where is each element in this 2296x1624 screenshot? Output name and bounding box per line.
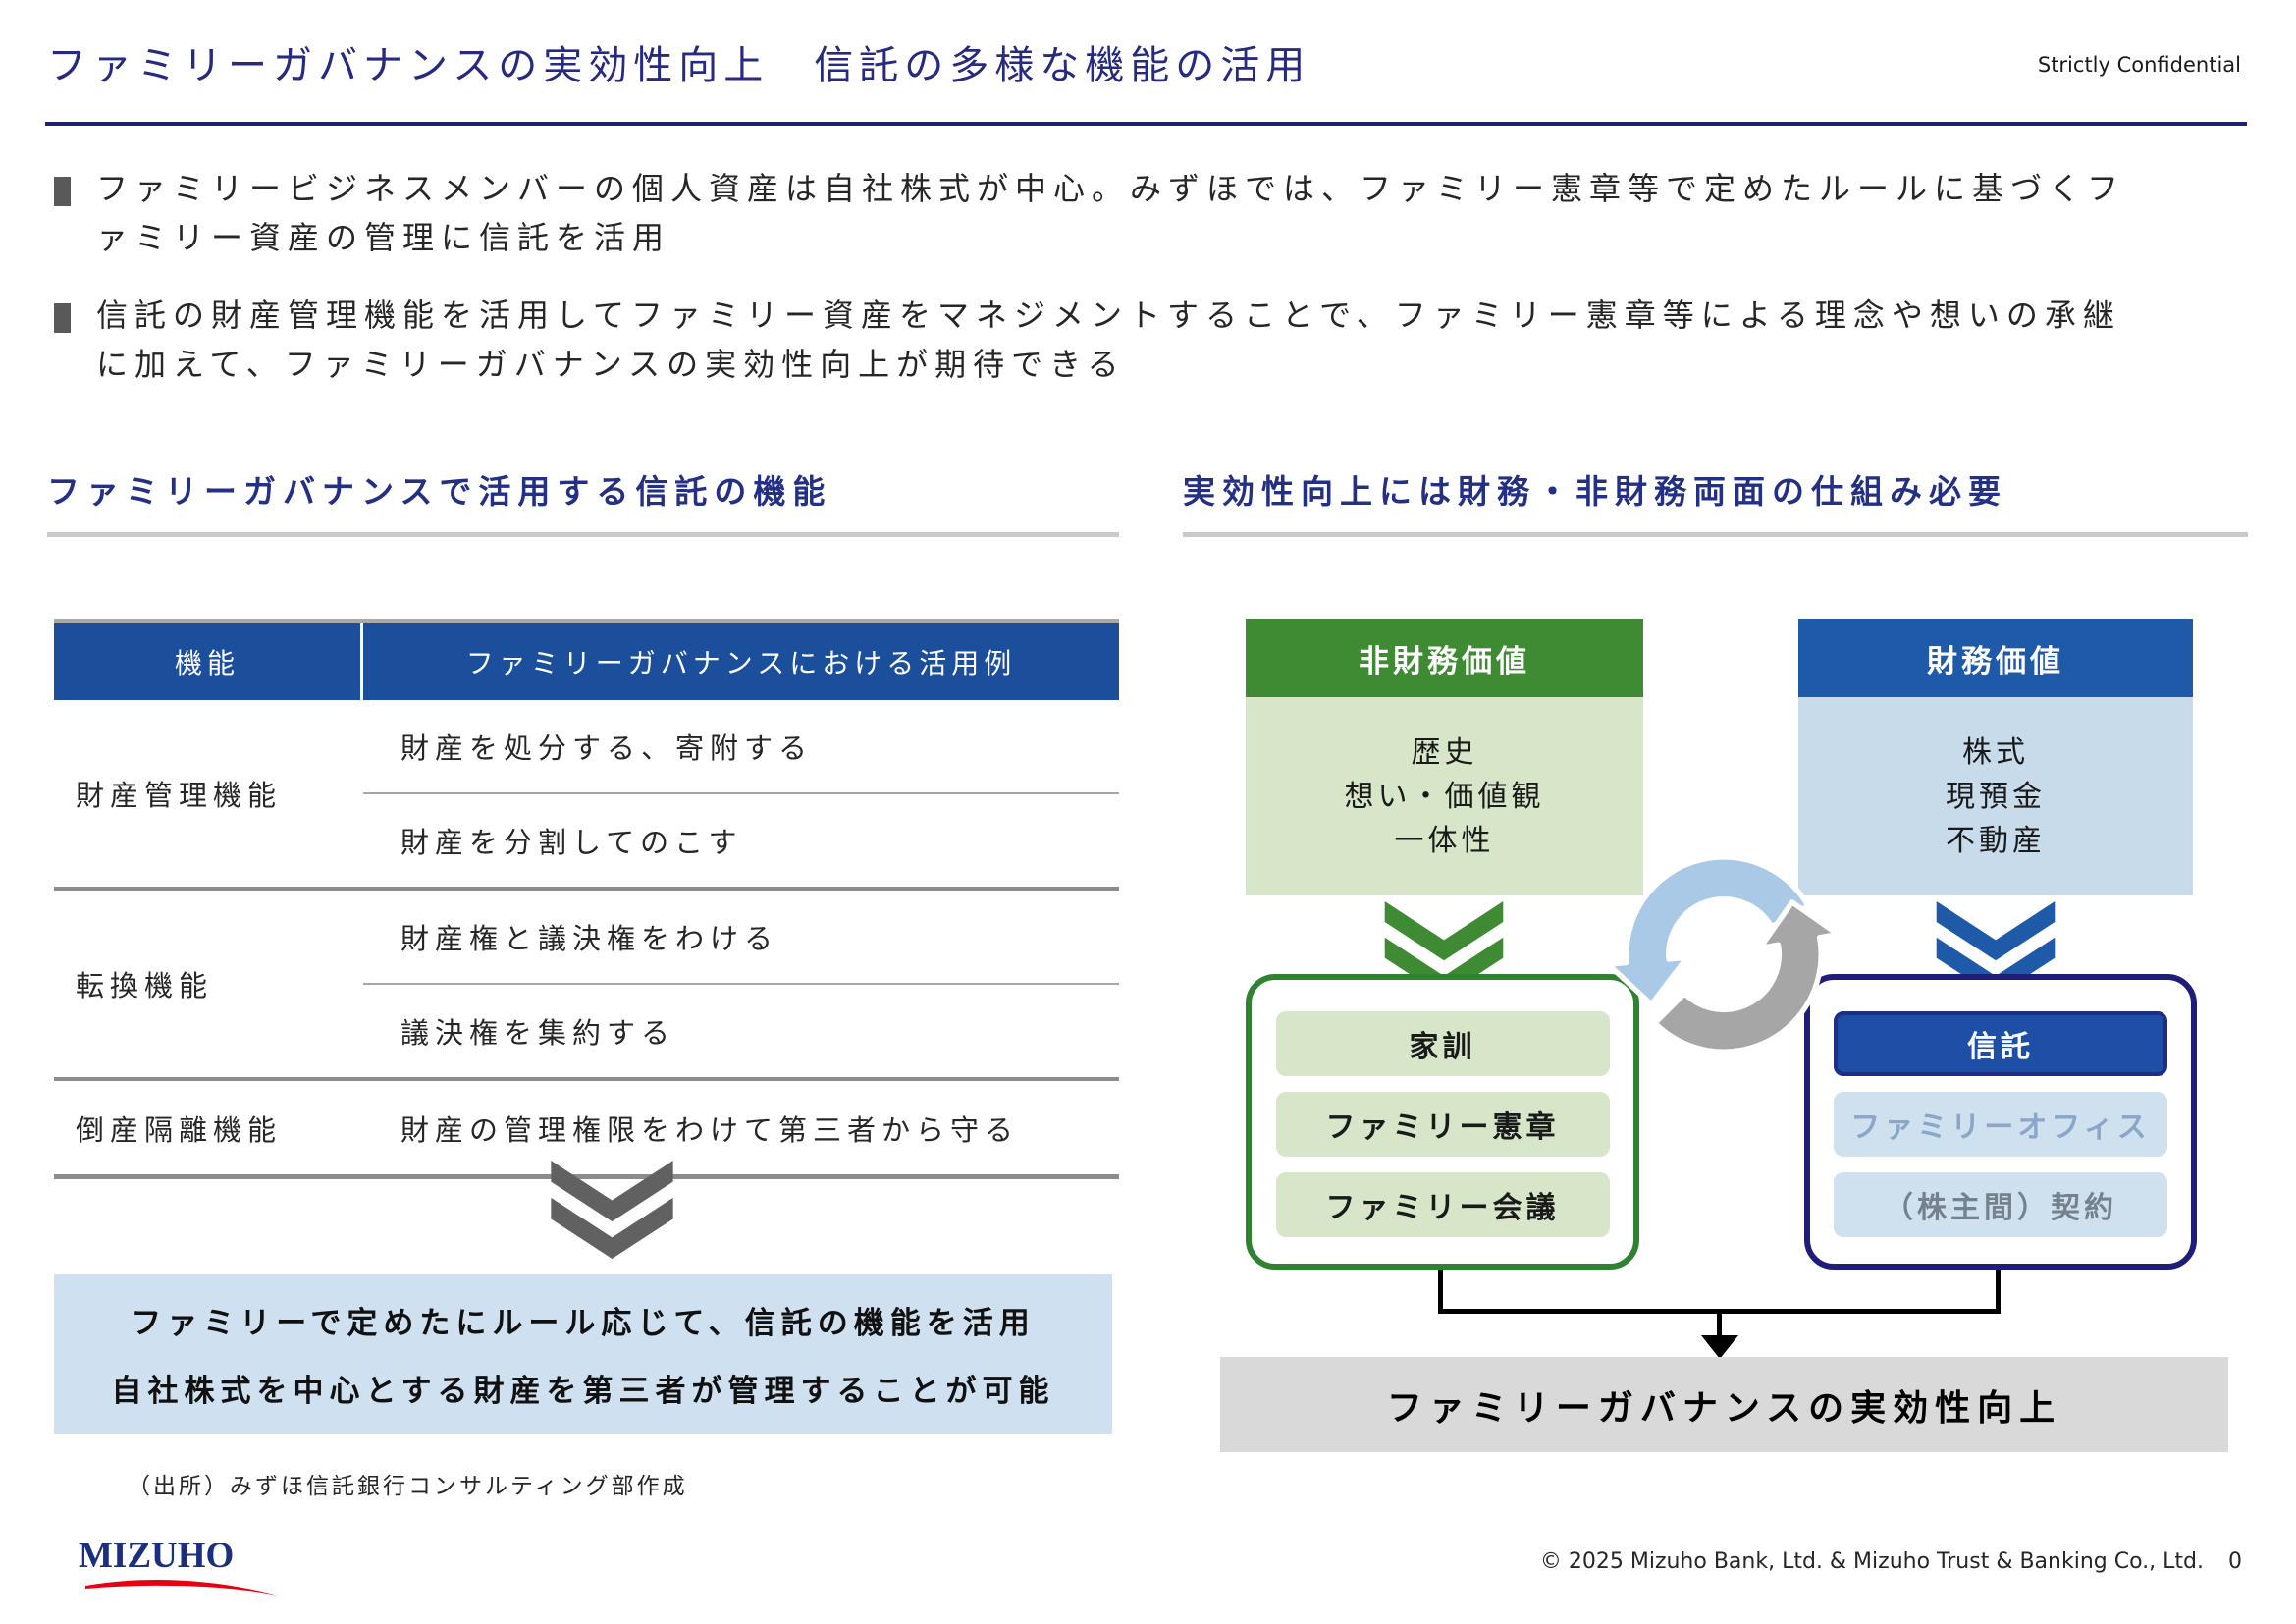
tool-pill: （株主間）契約 bbox=[1834, 1172, 2167, 1237]
cycle-arrows-icon bbox=[1605, 854, 1841, 1055]
financial-item: 現預金 bbox=[1946, 779, 2046, 814]
connector-line bbox=[1438, 1270, 1443, 1313]
financial-item: 不動産 bbox=[1946, 823, 2046, 858]
mizuho-logo: MIZUHO bbox=[79, 1538, 285, 1599]
bullet-text: ファミリービジネスメンバーの個人資産は自社株式が中心。みずほでは、ファミリー憲章… bbox=[96, 170, 2126, 256]
function-name: 倒産隔離機能 bbox=[76, 1112, 283, 1147]
usage-example: 財産権と議決権をわける bbox=[400, 922, 779, 955]
usage-example: 財産の管理権限をわけて第三者から守る bbox=[400, 1112, 1020, 1147]
page-number: 0 bbox=[2228, 1549, 2242, 1574]
nonfinancial-tools-box: 家訓 ファミリー憲章 ファミリー会議 bbox=[1246, 974, 1639, 1270]
copyright-text: © 2025 Mizuho Bank, Ltd. & Mizuho Trust … bbox=[1539, 1549, 2204, 1574]
summary-line: 自社株式を中心とする財産を第三者が管理することが可能 bbox=[111, 1374, 1055, 1409]
summary-highlight-box: ファミリーで定めたにルール応じて、信託の機能を活用 自社株式を中心とする財産を第… bbox=[54, 1274, 1112, 1434]
square-bullet-icon bbox=[54, 303, 71, 334]
summary-bullets: ファミリービジネスメンバーの個人資産は自社株式が中心。みずほでは、ファミリー憲章… bbox=[54, 165, 2155, 418]
table-header-usage: ファミリーガバナンスにおける活用例 bbox=[465, 647, 1017, 679]
bullet-text: 信託の財産管理機能を活用してファミリー資産をマネジメントすることで、ファミリー憲… bbox=[96, 297, 2121, 383]
page-title: ファミリーガバナンスの実効性向上 信託の多様な機能の活用 bbox=[47, 43, 1311, 88]
result-box: ファミリーガバナンスの実効性向上 bbox=[1220, 1357, 2228, 1452]
mizuho-logo-text: MIZUHO bbox=[79, 1536, 235, 1576]
right-section-heading: 実効性向上には財務・非財務両面の仕組み必要 bbox=[1183, 472, 2007, 511]
square-bullet-icon bbox=[54, 177, 71, 206]
tool-pill-trust: 信託 bbox=[1834, 1011, 2167, 1076]
nonfinancial-value-items: 歴史 想い・価値観 一体性 bbox=[1246, 697, 1643, 895]
table-row: 倒産隔離機能 財産の管理権限をわけて第三者から守る bbox=[54, 1081, 1119, 1179]
nonfinancial-item: 歴史 bbox=[1411, 734, 1478, 770]
nonfinancial-value-header: 非財務価値 bbox=[1246, 619, 1643, 697]
left-section-heading: ファミリーガバナンスで活用する信託の機能 bbox=[47, 472, 832, 511]
usage-example: 財産を分割してのこす bbox=[363, 792, 1119, 887]
trust-function-table: 機能 ファミリーガバナンスにおける活用例 財産管理機能 財産を処分する、寄附する… bbox=[54, 619, 1119, 1179]
connector-line bbox=[1996, 1270, 2001, 1313]
chevron-down-icon bbox=[551, 1161, 673, 1259]
bullet-item: ファミリービジネスメンバーの個人資産は自社株式が中心。みずほでは、ファミリー憲章… bbox=[54, 165, 2155, 262]
nonfinancial-item: 一体性 bbox=[1394, 823, 1495, 858]
source-note: （出所）みずほ信託銀行コンサルティング部作成 bbox=[128, 1474, 688, 1499]
function-name: 転換機能 bbox=[76, 969, 214, 1002]
tool-pill: ファミリーオフィス bbox=[1834, 1092, 2167, 1157]
financial-item: 株式 bbox=[1962, 734, 2029, 770]
right-heading-underline bbox=[1183, 532, 2248, 537]
usage-example: 議決権を集約する bbox=[363, 983, 1119, 1077]
connector-line bbox=[1717, 1309, 1722, 1338]
tool-pill: ファミリー会議 bbox=[1275, 1172, 1610, 1237]
confidential-label: Strictly Confidential bbox=[2037, 53, 2241, 77]
table-row: 転換機能 財産権と議決権をわける 議決権を集約する bbox=[54, 891, 1119, 1081]
nonfinancial-item: 想い・価値観 bbox=[1344, 779, 1545, 814]
function-name: 財産管理機能 bbox=[76, 779, 283, 812]
usage-example: 財産を処分する、寄附する bbox=[400, 731, 814, 765]
summary-line: ファミリーで定めたにルール応じて、信託の機能を活用 bbox=[131, 1306, 1036, 1341]
table-header-row: 機能 ファミリーガバナンスにおける活用例 bbox=[54, 619, 1119, 700]
bullet-item: 信託の財産管理機能を活用してファミリー資産をマネジメントすることで、ファミリー憲… bbox=[54, 292, 2155, 389]
financial-value-items: 株式 現預金 不動産 bbox=[1798, 697, 2193, 895]
arrow-down-icon bbox=[1701, 1335, 1738, 1359]
table-row: 財産管理機能 財産を処分する、寄附する 財産を分割してのこす bbox=[54, 700, 1119, 891]
left-heading-underline bbox=[47, 532, 1119, 537]
tool-pill: ファミリー憲章 bbox=[1275, 1092, 1610, 1157]
tool-pill: 家訓 bbox=[1275, 1011, 1610, 1076]
financial-tools-box: 信託 ファミリーオフィス （株主間）契約 bbox=[1804, 974, 2197, 1270]
mizuho-logo-swoosh-icon bbox=[85, 1580, 278, 1596]
table-header-function: 機能 bbox=[54, 623, 363, 700]
title-divider bbox=[45, 122, 2247, 126]
financial-value-header: 財務価値 bbox=[1798, 619, 2193, 697]
